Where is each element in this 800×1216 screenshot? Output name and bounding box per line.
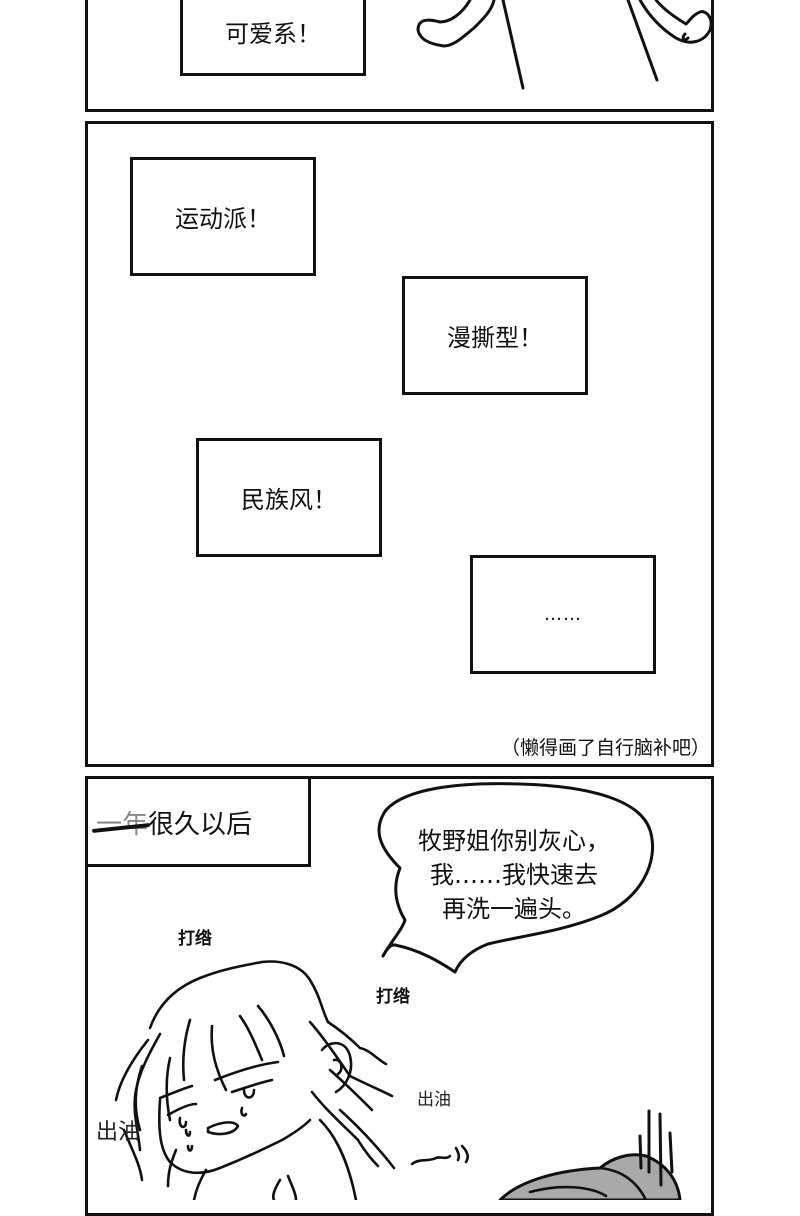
speech-line-1: 牧野姐你别灰心， — [418, 827, 610, 855]
speech-bubble-outline — [377, 782, 655, 974]
sfx-tangled-2: 打绺 — [376, 987, 410, 1007]
caption-text: 可爱系！ — [225, 19, 321, 48]
sfx-oily-right: 出油 — [417, 1090, 451, 1110]
sfx-oily-left: 出油 — [96, 1120, 141, 1145]
footnote-lazy-to-draw: （懒得画了自行脑补吧） — [500, 737, 710, 759]
time-caption-text: 很久以后 — [148, 810, 253, 840]
struck-text: 一年 — [96, 810, 149, 840]
speech-bubble: 牧野姐你别灰心， 我……我快速去 再洗一遍头。 — [380, 824, 648, 926]
caption-text: …… — [544, 604, 582, 625]
caption-box-sporty: 运动派！ — [130, 157, 316, 276]
time-caption: 一年很久以后 — [96, 804, 252, 841]
caption-text: 运动派！ — [175, 205, 271, 233]
sfx-tangled-1: 打绺 — [178, 929, 212, 949]
gray-object — [498, 1153, 682, 1200]
caption-box-ellipsis: …… — [470, 555, 656, 674]
caption-text: 漫撕型！ — [447, 324, 543, 352]
character-legs-drawing — [416, 0, 713, 90]
speech-line-2: 我……我快速去 — [430, 861, 598, 889]
caption-box-manga-style: 漫撕型！ — [402, 276, 588, 395]
speech-line-3: 再洗一遍头。 — [442, 895, 586, 923]
caption-box-ethnic-style: 民族风！ — [196, 438, 382, 557]
caption-box-cute: 可爱系！ — [180, 0, 366, 76]
caption-text: 民族风！ — [241, 486, 337, 514]
